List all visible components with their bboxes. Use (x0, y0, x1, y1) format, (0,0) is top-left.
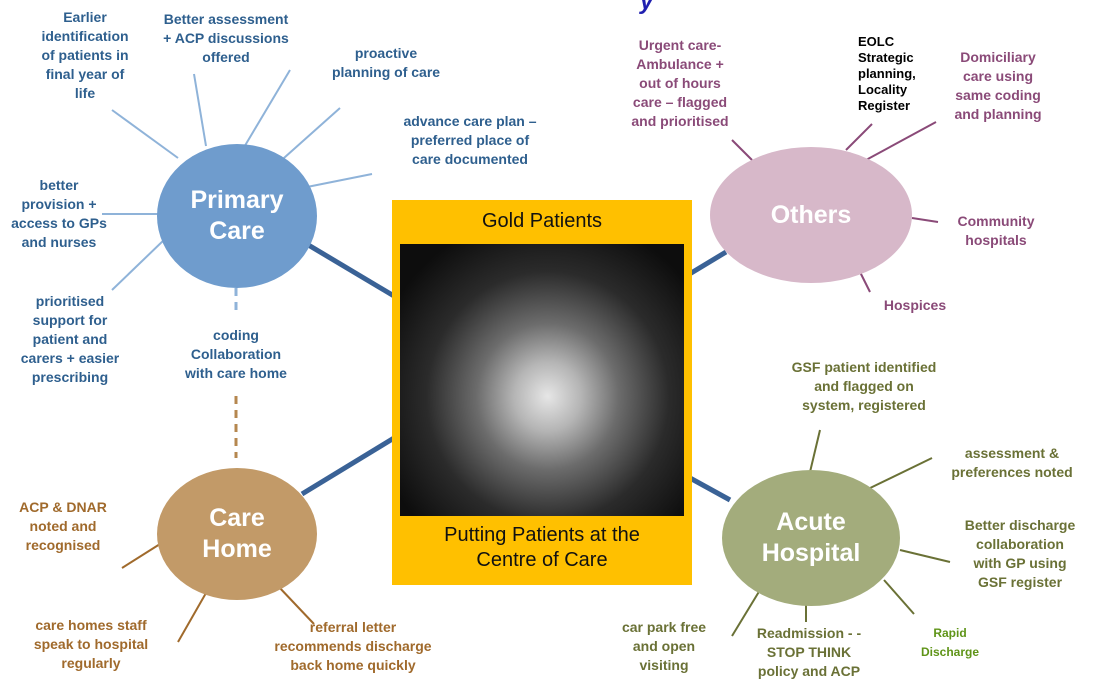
label-earlier-identification: Earlier identification of patients in fi… (41, 9, 129, 101)
label-coding-collaboration: coding Collaboration with care home (185, 327, 287, 381)
connector-care-home (300, 435, 396, 497)
label-domiciliary-care: Domiciliary care using same coding and p… (954, 49, 1042, 122)
label-better-provision: better provision + access to GPs and nur… (11, 177, 107, 250)
label-eolc-strategic: EOLC Strategic planning, Locality Regist… (858, 34, 916, 113)
label-community-hospitals: Community hospitals (957, 213, 1035, 248)
center-top-text: Gold Patients (481, 210, 603, 232)
label-better-discharge: Better discharge collaboration with GP u… (964, 517, 1076, 590)
label-car-park: car park free and open visiting (621, 619, 707, 673)
label-assessment-preferences: assessment & preferences noted (951, 445, 1073, 480)
others-hub: Others (710, 147, 912, 283)
label-readmission: Readmission - - STOP THINK policy and AC… (756, 625, 862, 679)
label-rapid-discharge: Rapid Discharge (920, 626, 980, 659)
center-box: Gold Patients Putting Patients at the Ce… (392, 200, 692, 585)
acute-hospital-hub: Acute Hospital (722, 470, 900, 606)
label-better-assessment: Better assessment + ACP discussions offe… (163, 11, 289, 65)
connector-primary (298, 237, 396, 299)
label-gsf-patient: GSF patient identified and flagged on sy… (791, 359, 937, 413)
primary-care-hub: Primary Care (157, 144, 317, 288)
label-care-homes-staff: care homes staff speak to hospital regul… (33, 617, 149, 671)
care-home-hub: Care Home (157, 468, 317, 600)
label-proactive-planning: proactive planning of care (331, 45, 441, 80)
label-referral-letter: referral letter recommends discharge bac… (274, 619, 432, 673)
patient-photo (400, 244, 684, 516)
center-bottom-text: Putting Patients at the Centre of Care (444, 524, 640, 571)
title-fragment: y (640, 0, 654, 15)
label-acp-dnar: ACP & DNAR noted and recognised (19, 499, 107, 553)
label-hospices: Hospices (883, 297, 947, 313)
label-urgent-care: Urgent care- Ambulance + out of hours ca… (631, 37, 729, 129)
connector-acute (688, 475, 732, 503)
label-advance-care-plan: advance care plan – preferred place of c… (403, 113, 537, 167)
label-prioritised-support: prioritised support for patient and care… (20, 293, 120, 385)
